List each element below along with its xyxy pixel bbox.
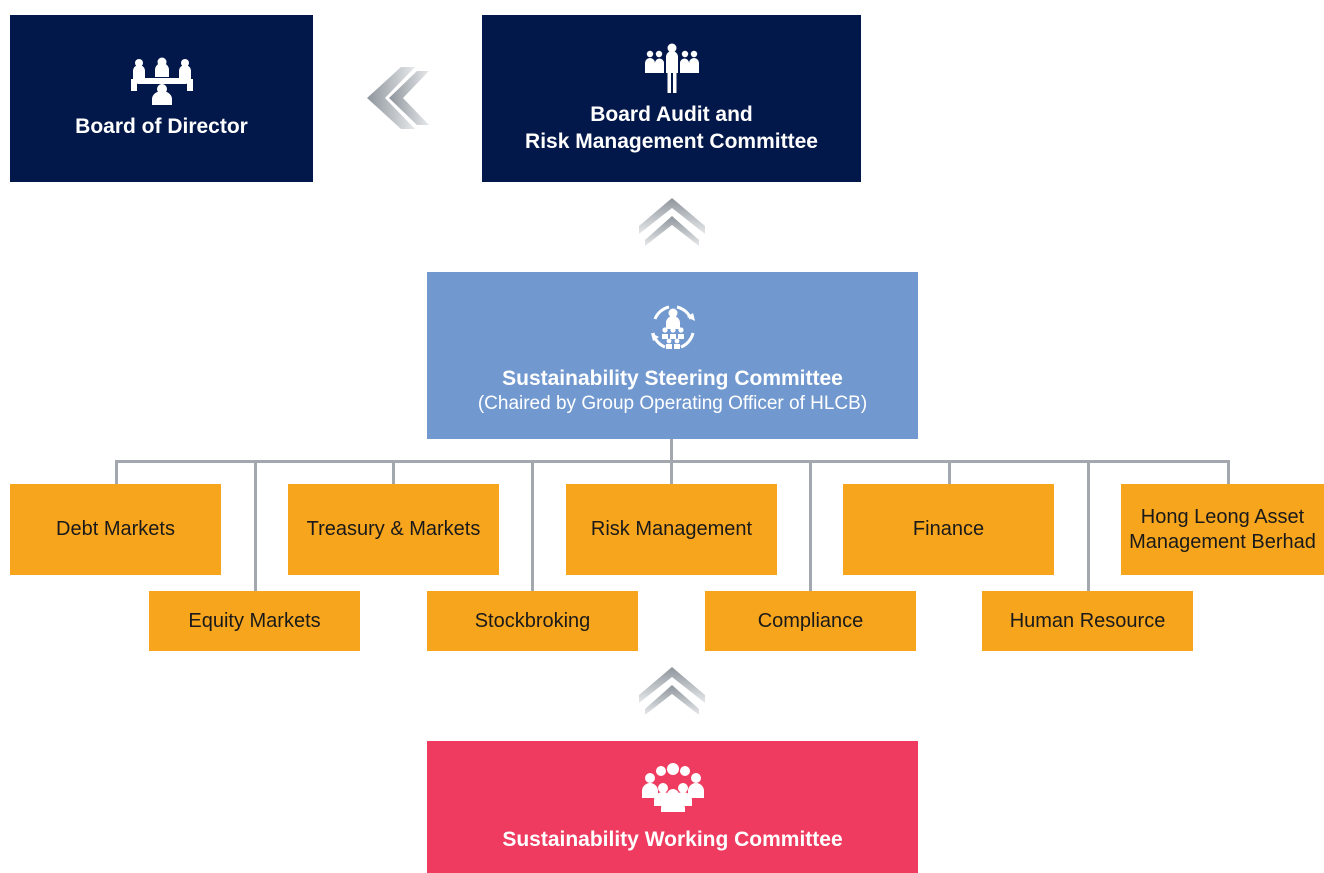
dept-asset-management: Hong Leong Asset Management Berhad	[1121, 484, 1324, 575]
steering-committee-box: Sustainability Steering Committee (Chair…	[427, 272, 918, 439]
dept-human-resource: Human Resource	[982, 591, 1193, 651]
steering-committee-title: Sustainability Steering Committee	[502, 366, 843, 390]
dept-asset-management-label-line2: Management Berhad	[1129, 530, 1316, 553]
board-audit-risk-committee-box: Board Audit and Risk Management Committe…	[482, 15, 861, 182]
steering-committee-subtitle: (Chaired by Group Operating Officer of H…	[477, 392, 868, 414]
working-committee-box: Sustainability Working Committee	[427, 741, 918, 873]
meeting-table-icon	[130, 57, 193, 105]
group-icon	[641, 762, 704, 812]
up-chevron-icon	[639, 198, 705, 246]
left-chevron-icon	[367, 67, 429, 129]
up-chevron-icon	[639, 667, 705, 715]
board-audit-title-line2: Risk Management Committee	[525, 129, 818, 153]
dept-finance-label: Finance	[912, 518, 985, 540]
dept-finance: Finance	[843, 484, 1054, 575]
dept-equity-markets: Equity Markets	[149, 591, 360, 651]
board-audit-title-line1: Board Audit and	[590, 102, 753, 126]
board-of-director-title: Board of Director	[75, 115, 248, 138]
leader-team-icon	[644, 43, 699, 93]
dept-debt-markets-label: Debt Markets	[56, 518, 175, 540]
board-of-director-box: Board of Director	[10, 15, 313, 182]
connector-drop-debt-markets	[115, 460, 118, 484]
dept-stockbroking: Stockbroking	[427, 591, 638, 651]
cycle-team-icon	[650, 305, 695, 349]
connector-drop-risk-management	[670, 460, 673, 484]
dept-debt-markets: Debt Markets	[10, 484, 221, 575]
dept-compliance-label: Compliance	[757, 609, 864, 632]
connector-drop-equity-markets	[254, 460, 257, 591]
board-audit-title: Board Audit and Risk Management Committe…	[525, 101, 818, 155]
connector-steering-stem	[670, 439, 673, 463]
connector-drop-stockbroking	[531, 460, 534, 591]
dept-risk-management: Risk Management	[566, 484, 777, 575]
connector-drop-human-resource	[1087, 460, 1090, 591]
dept-human-resource-label: Human Resource	[1009, 609, 1166, 632]
dept-equity-markets-label: Equity Markets	[188, 609, 321, 632]
dept-asset-management-label-line1: Hong Leong Asset	[1140, 505, 1305, 528]
dept-stockbroking-label: Stockbroking	[474, 609, 591, 632]
dept-risk-management-label: Risk Management	[590, 518, 753, 540]
dept-treasury-markets-label: Treasury & Markets	[306, 518, 481, 540]
connector-drop-treasury	[392, 460, 395, 484]
dept-treasury-markets: Treasury & Markets	[288, 484, 499, 575]
connector-drop-compliance	[809, 460, 812, 591]
working-committee-title: Sustainability Working Committee	[502, 827, 843, 851]
dept-compliance: Compliance	[705, 591, 916, 651]
connector-drop-asset-management	[1227, 460, 1230, 484]
connector-drop-finance	[948, 460, 951, 484]
